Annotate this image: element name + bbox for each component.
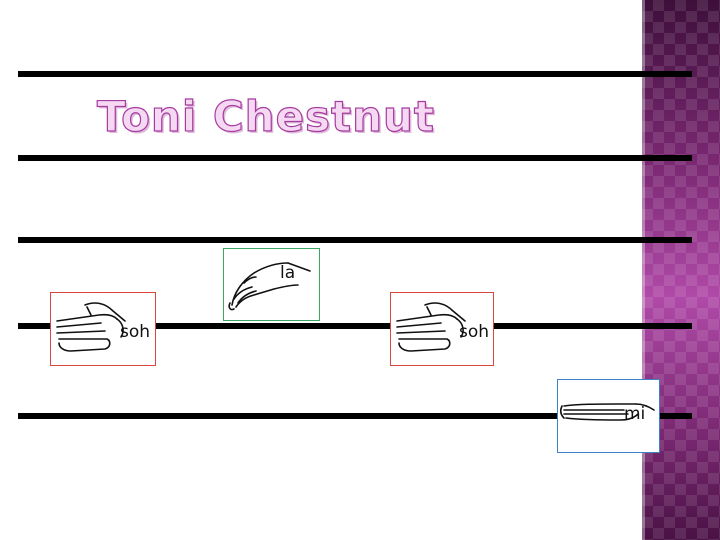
hand-sign-soh-icon: [56, 302, 126, 352]
sign-card-soh: soh: [50, 292, 156, 366]
sign-label-soh: soh: [120, 322, 151, 342]
sign-card-soh: soh: [390, 292, 494, 366]
sign-card-mi: mi: [557, 379, 660, 453]
hand-sign-soh-icon: [396, 302, 466, 352]
staff-line: [18, 237, 692, 243]
staff-line: [18, 413, 692, 419]
sign-card-la: la: [223, 248, 320, 321]
staff-line: [18, 323, 692, 329]
sign-label-mi: mi: [624, 404, 646, 424]
hand-sign-la-icon: [228, 262, 311, 311]
staff-line: [18, 71, 692, 77]
staff-line: [18, 155, 692, 161]
hand-sign-mi-icon: [559, 403, 655, 421]
sign-label-la: la: [280, 263, 296, 283]
decorative-side-band: [642, 0, 720, 540]
sign-label-soh: soh: [459, 322, 490, 342]
slide-title: Toni Chestnut: [96, 91, 436, 141]
